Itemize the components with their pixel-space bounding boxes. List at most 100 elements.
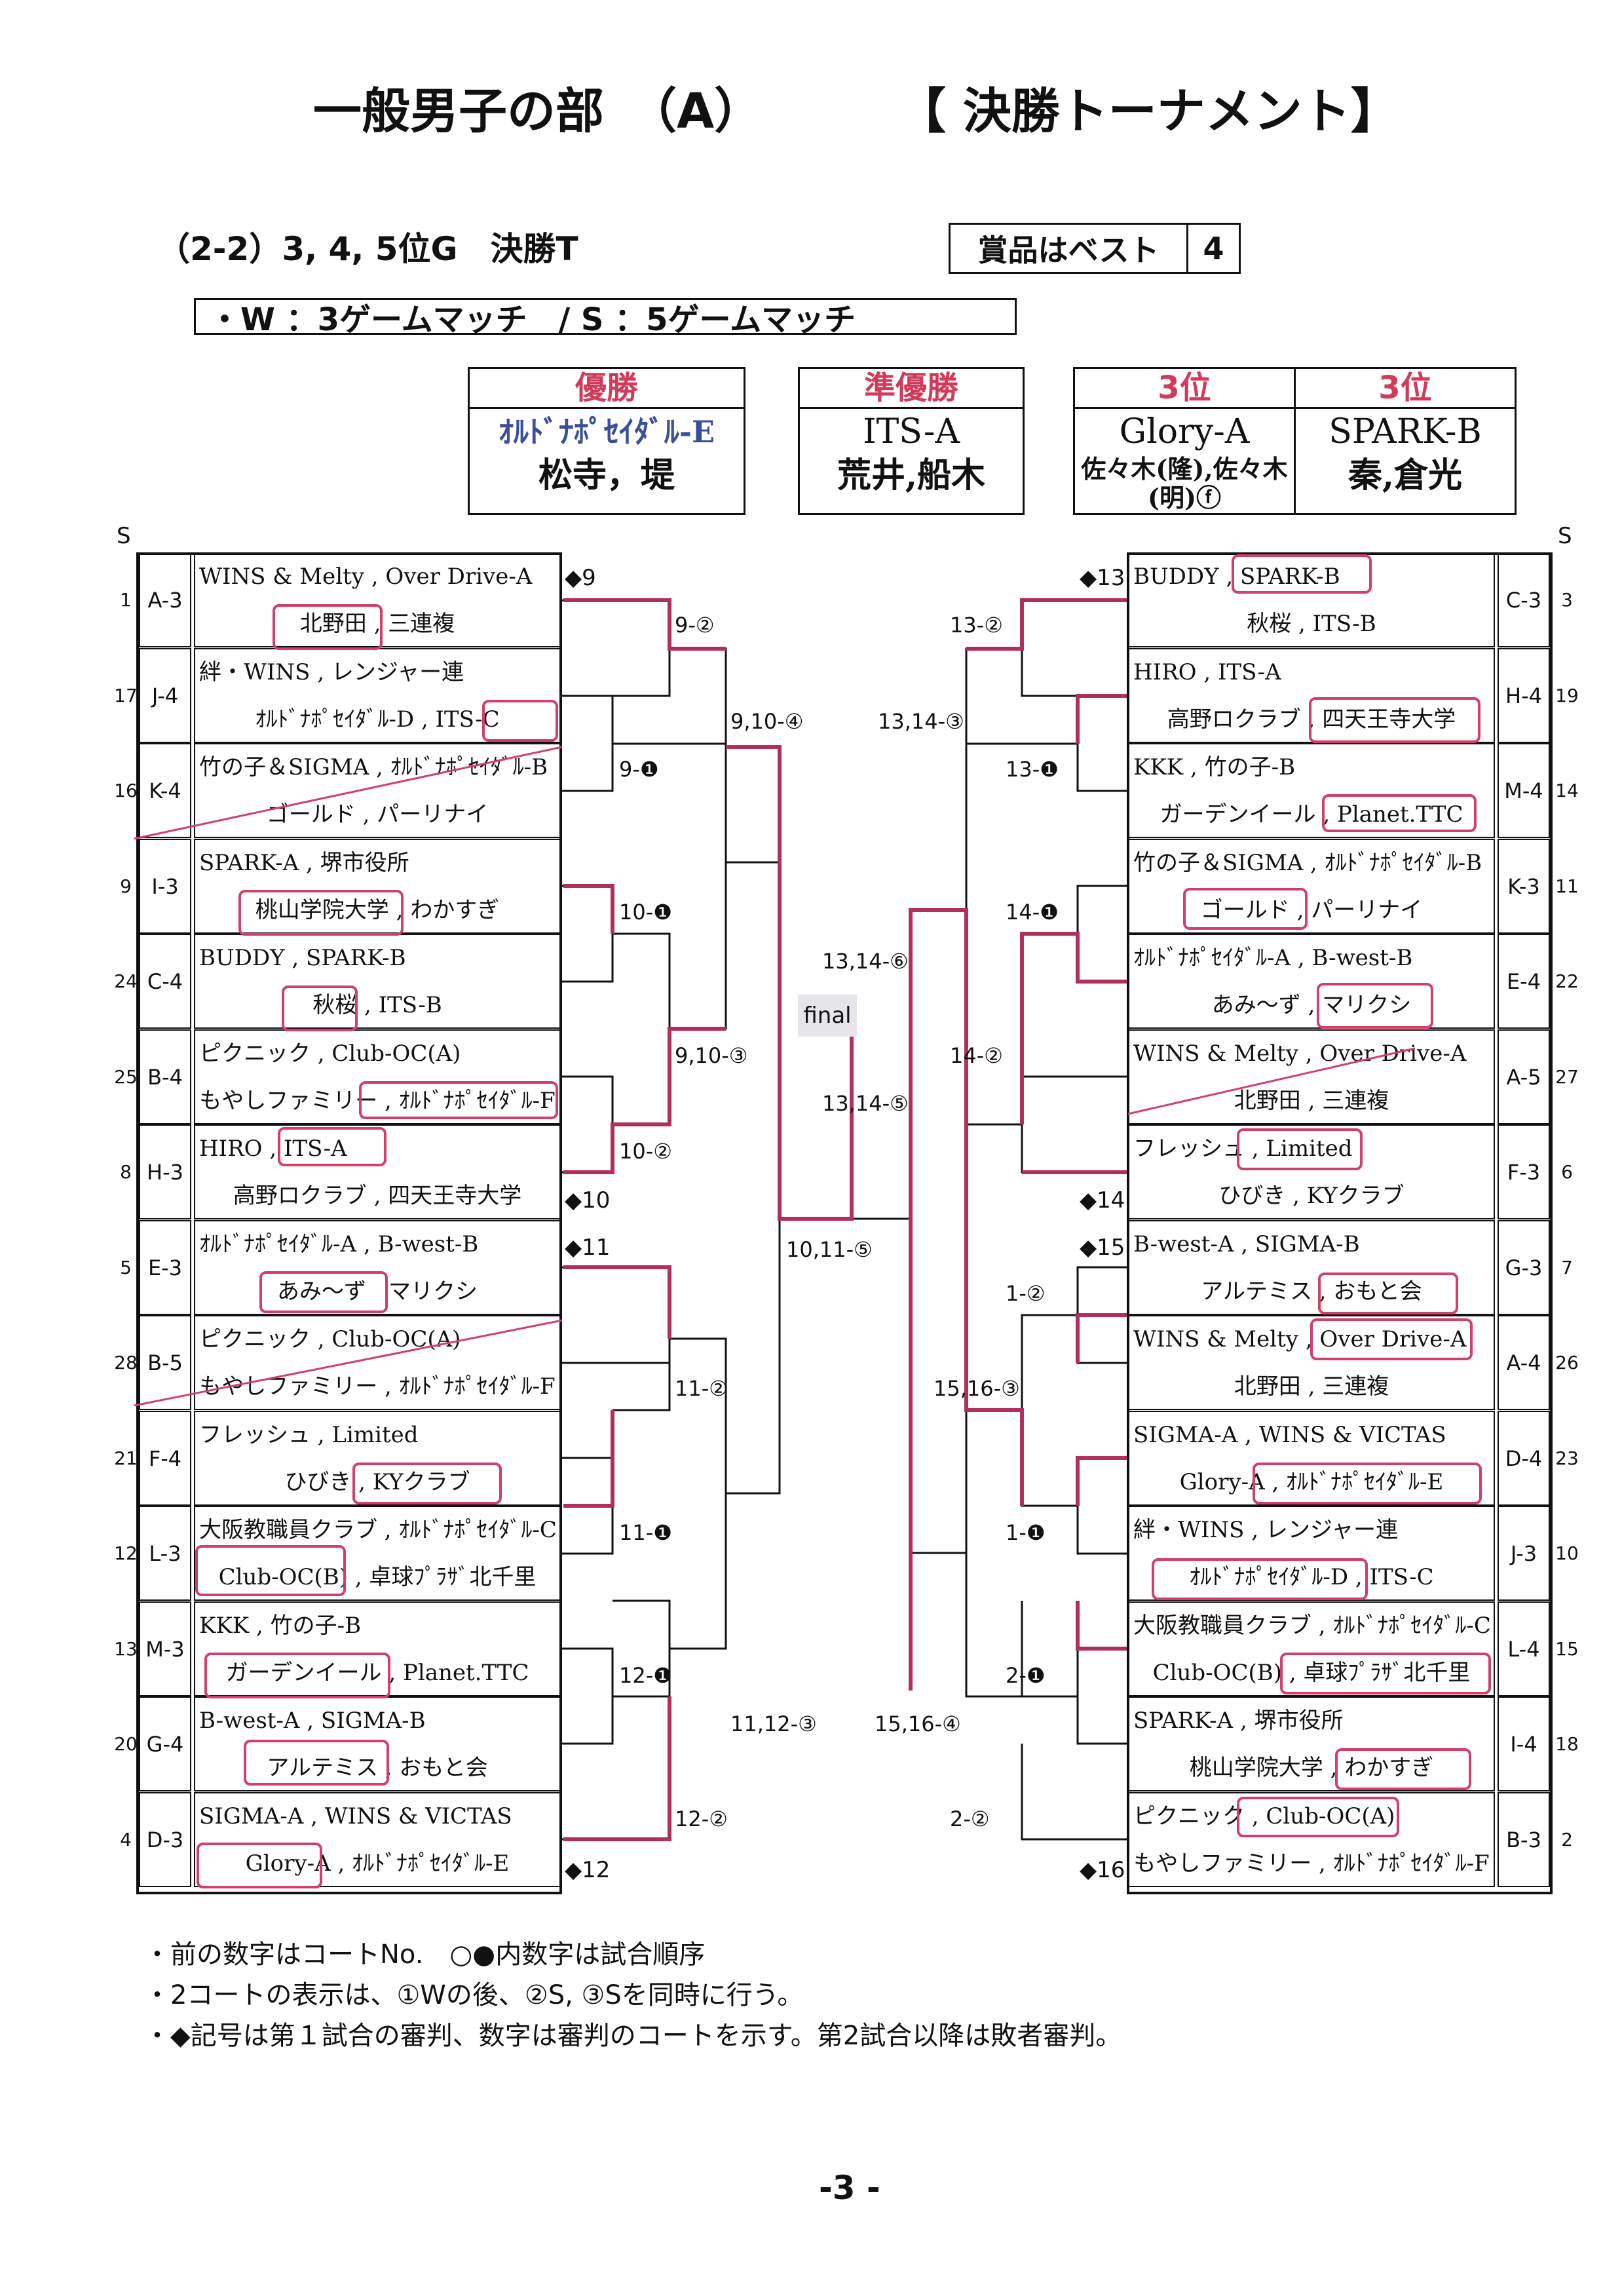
group-code: D-4 [1498,1411,1550,1506]
team-pair-line: あみ～ず マリクシ [277,1278,478,1305]
team-pair-line: BUDDY , SPARK-B [199,945,406,971]
team-pair-line: Club-OC(B) , 卓球ﾌﾟﾗｻﾞ北千里 [1152,1660,1471,1686]
team-block: 竹の子＆SIGMA , ｵﾙﾄﾞﾅﾎﾟｾｲﾀﾞﾙ-B ゴールド , パーリナイ [1128,839,1495,934]
match-label: 1-❶ [1006,1520,1046,1545]
judge-15: ◆15 [1080,1234,1125,1261]
team-pair-line: SPARK-A , 堺市役所 [199,850,409,876]
team-pair-line: もやしファミリー , ｵﾙﾄﾞﾅﾎﾟｾｲﾀﾞﾙ-F [199,1088,556,1114]
match-label: 12-② [675,1807,728,1831]
group-code: F-4 [139,1411,191,1506]
team-pair-line: アルテミス , おもと会 [267,1755,488,1781]
judge-10: ◆10 [565,1187,611,1214]
note-line: ・2コートの表示は、①Wの後、②S, ③Sを同時に行う。 [144,1980,804,2010]
s-label-left: S [117,523,131,549]
result-label: 準優勝 [800,369,1023,409]
judge-11: ◆11 [565,1234,611,1261]
page-title-right: 【 決勝トーナメント】 [897,83,1399,140]
prize-value: 4 [1203,231,1224,266]
match-label: 13-② [950,613,1003,638]
team-pair-line: HIRO , ITS-A [199,1136,347,1162]
seed-number: 24 [114,970,138,992]
seed-number: 17 [114,685,138,706]
team-block: B-west-A , SIGMA-B アルテミス , おもと会 [194,1696,561,1791]
seed-number: 14 [1555,780,1579,801]
team-pair-line: アルテミス , おもと会 [1201,1278,1422,1305]
group-code: C-4 [139,934,191,1029]
team-pair-line: 竹の子＆SIGMA , ｵﾙﾄﾞﾅﾎﾟｾｲﾀﾞﾙ-B [1133,850,1482,876]
group-code: H-3 [139,1124,191,1219]
team-block: ピクニック , Club-OC(A)もやしファミリー , ｵﾙﾄﾞﾅﾎﾟｾｲﾀﾞ… [1128,1792,1495,1887]
team-pair-line: あみ～ず , マリクシ [1211,992,1412,1018]
team-block: SPARK-A , 堺市役所桃山学院大学 , わかすぎ [1128,1696,1495,1791]
team-pair-line: SIGMA-A , WINS & VICTAS [1133,1422,1446,1448]
seed-number: 5 [120,1257,132,1278]
team-pair-line: 北野田 , 三連複 [299,611,455,637]
team-pair-line: ｵﾙﾄﾞﾅﾎﾟｾｲﾀﾞﾙ-D , ITS-C [255,706,500,733]
group-code: L-4 [1498,1601,1550,1696]
team-pair-line: KKK , 竹の子-B [199,1613,362,1639]
team-block: ｵﾙﾄﾞﾅﾎﾟｾｲﾀﾞﾙ-A , B-west-B あみ～ず マリクシ [194,1220,561,1315]
team-pair-line: 絆・WINS , レンジャー連 [199,659,464,685]
team-pair-line: 高野ロクラブ , 四天王寺大学 [1167,706,1456,733]
team-pair-line: ゴールド , パーリナイ [1200,897,1423,923]
team-pair-line: SIGMA-A , WINS & VICTAS [199,1803,512,1829]
group-code: M-3 [139,1601,191,1696]
group-code: B-4 [139,1029,191,1124]
match-label: 14-② [950,1043,1003,1068]
team-pair-line: ｵﾙﾄﾞﾅﾎﾟｾｲﾀﾞﾙ-A , B-west-B [199,1231,479,1257]
group-code: D-3 [139,1792,191,1887]
group-code: F-3 [1498,1124,1550,1219]
group-code: J-3 [1498,1506,1550,1601]
seed-number: 21 [114,1447,138,1469]
match-label: 11-② [675,1376,728,1401]
judge-14: ◆14 [1080,1187,1125,1214]
prize-box: 賞品はベスト 4 [949,223,1241,274]
group-code: C-3 [1498,552,1550,647]
seed-number: 22 [1555,970,1579,992]
match-label: 11,12-③ [730,1712,817,1736]
match-label: 15,16-④ [875,1712,961,1736]
result-winner: 優勝 ｵﾙﾄﾞﾅﾎﾟｾｲﾀﾞﾙ-E 松寺，堤 [468,367,745,515]
result-label: 優勝 [470,369,744,409]
match-label: 13,14-③ [878,709,964,734]
seed-number: 6 [1561,1161,1573,1183]
result-names: 秦,倉光 [1348,455,1463,495]
seed-number: 11 [1555,875,1579,897]
result-team: ｵﾙﾄﾞﾅﾎﾟｾｲﾀﾞﾙ-E [498,414,715,450]
result-runner-up: 準優勝 ITS-A 荒井,船木 [798,367,1025,515]
team-pair-line: ガーデンイール , Planet.TTC [1160,801,1463,828]
result-third-a: 3位 Glory-A 佐々木(隆),佐々木(明)ⓕ [1073,367,1296,515]
group-code: B-5 [139,1315,191,1410]
team-pair-line: ピクニック , Club-OC(A) [199,1041,461,1067]
group-code: I-4 [1498,1696,1550,1791]
seed-number: 9 [120,875,132,897]
judge-16: ◆16 [1080,1857,1125,1883]
team-pair-line: フレッシュ , Limited [1133,1136,1353,1162]
team-pair-line: ゴールド , パーリナイ [266,801,489,828]
team-pair-line: SPARK-A , 堺市役所 [1133,1708,1344,1734]
match-label: 14-❶ [1006,900,1059,925]
match-label: 11-❶ [619,1520,672,1545]
page-number: -3 - [819,2169,880,2207]
seed-number: 27 [1555,1066,1579,1088]
match-label: 9,10-③ [675,1043,748,1068]
seed-number: 7 [1561,1257,1573,1278]
team-pair-line: B-west-A , SIGMA-B [199,1708,426,1734]
s-label-right: S [1558,523,1572,549]
team-pair-line: もやしファミリー , ｵﾙﾄﾞﾅﾎﾟｾｲﾀﾞﾙ-F [1133,1850,1490,1877]
team-pair-line: Club-OC(B) , 卓球ﾌﾟﾗｻﾞ北千里 [218,1564,537,1590]
team-pair-line: ｵﾙﾄﾞﾅﾎﾟｾｲﾀﾞﾙ-D , ITS-C [1189,1564,1434,1590]
seed-number: 16 [114,780,138,801]
judge-12: ◆12 [565,1857,611,1883]
